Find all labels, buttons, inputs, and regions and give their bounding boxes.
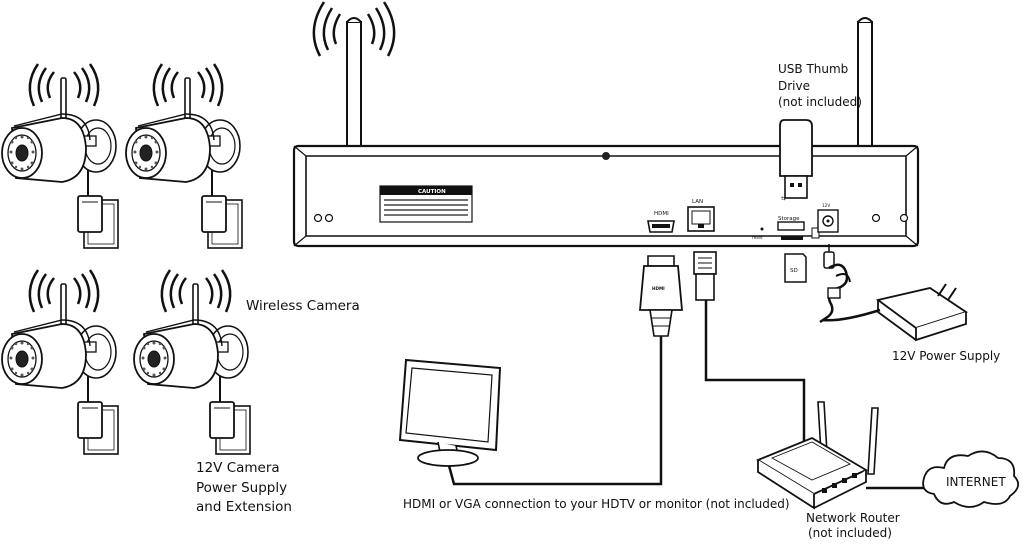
monitor [398,358,502,467]
svg-text:SD: SD [790,268,798,274]
lan-port: LAN [687,199,715,232]
wireless-camera-label: Wireless Camera [246,298,360,314]
screw-icon [313,213,909,223]
svg-text:Storage: Storage [778,216,800,222]
svg-text:Power Supply: Power Supply [196,480,287,496]
wireless-camera-2 [124,62,244,250]
svg-text:USB Thumb: USB Thumb [778,62,848,76]
svg-text:HDMI: HDMI [652,286,665,291]
hdmi-port: HDMI [647,211,675,233]
svg-text:Drive: Drive [778,79,810,93]
svg-text:12V: 12V [822,203,830,208]
usb-drive-label: USB Thumb Drive (not included) [778,62,862,109]
hdmi-connection-label: HDMI or VGA connection to your HDTV or m… [403,497,790,511]
sd-card: SD [784,253,807,283]
caution-label: CAUTION [379,185,473,223]
power-supply-label: 12V Power Supply [892,349,1000,363]
dc-power-port: 12V [817,203,839,233]
lan-cable [693,251,806,448]
usb-thumb-drive [779,119,813,199]
internet-cloud-icon [922,450,1020,508]
svg-text:(not included): (not included) [778,95,862,109]
svg-text:Network Router: Network Router [806,511,900,525]
svg-text:reset: reset [752,235,763,240]
svg-text:CAUTION: CAUTION [418,189,446,195]
wireless-camera-3 [0,268,120,456]
svg-text:(not included): (not included) [808,526,892,540]
power-supply [819,244,969,342]
network-router [756,401,879,510]
hdmi-cable: HDMI [446,255,683,486]
svg-text:LAN: LAN [692,199,703,205]
wireless-camera-1 [0,62,120,250]
svg-text:12V Camera: 12V Camera [196,460,280,476]
nvr-antenna-left [312,1,396,185]
internet-label: INTERNET [946,475,1006,489]
storage-ports: ⇆ Storage reset [752,196,820,240]
nvr-recorder: CAUTION HDMI LAN ⇆ Storage reset [292,1,920,248]
svg-text:and Extension: and Extension [196,499,292,515]
wireless-camera-4 [132,268,252,456]
svg-text:HDMI: HDMI [654,211,669,217]
router-label: Network Router (not included) [806,511,900,540]
svg-text:⇆: ⇆ [781,196,786,202]
camera-power-label: 12V Camera Power Supply and Extension [196,460,292,515]
